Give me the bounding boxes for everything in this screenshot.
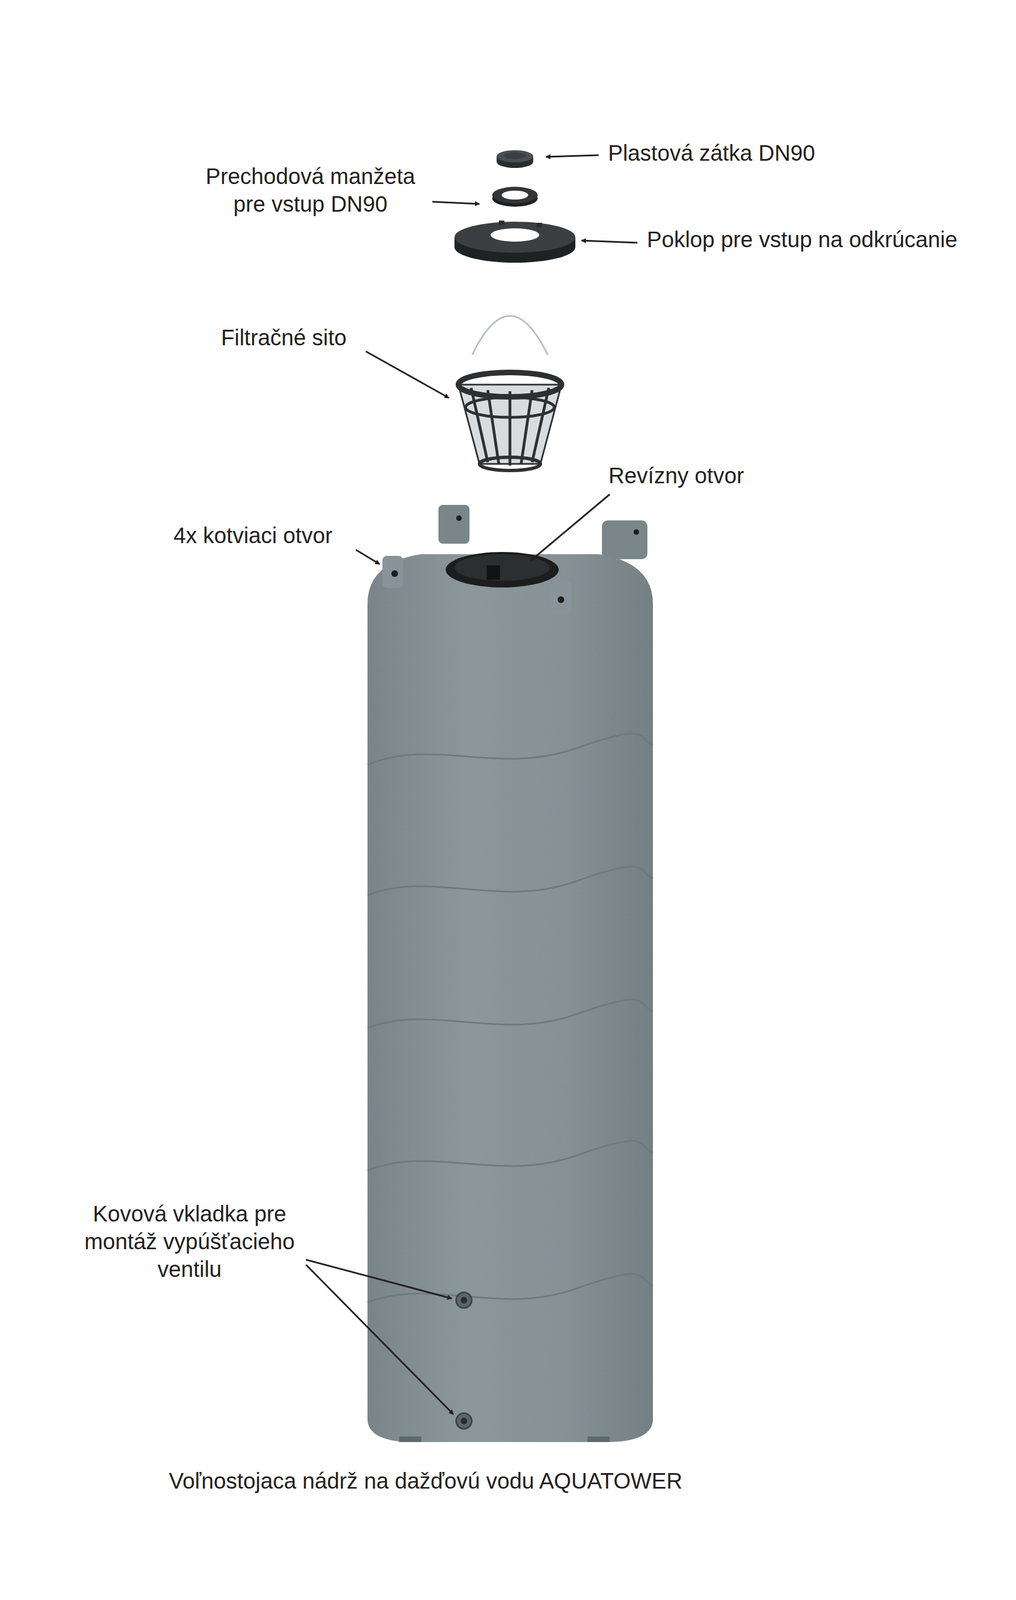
part-label: Poklop pre vstup na odkrúcanie	[646, 225, 958, 254]
part-label: Prechodová manžeta pre vstup DN90	[196, 162, 425, 218]
screw-lid	[454, 220, 576, 263]
part-label: Plastová zátka DN90	[608, 139, 816, 167]
transition-sleeve	[492, 186, 538, 207]
filter-basket	[458, 315, 562, 471]
plastic-plug	[496, 150, 534, 168]
leader-lines	[305, 155, 638, 1415]
metal-insert	[456, 1292, 472, 1429]
part-label: 4x kotviaci otvor	[173, 521, 333, 550]
part-label: Kovová vkladka pre montáž vypúšťacieho v…	[81, 1200, 298, 1284]
part-label: Filtračné sito	[221, 323, 347, 352]
caption: Voľnostojaca nádrž na dažďovú vodu AQUAT…	[169, 1467, 683, 1495]
part-label: Revízny otvor	[608, 461, 745, 490]
tank-body	[367, 504, 653, 1443]
